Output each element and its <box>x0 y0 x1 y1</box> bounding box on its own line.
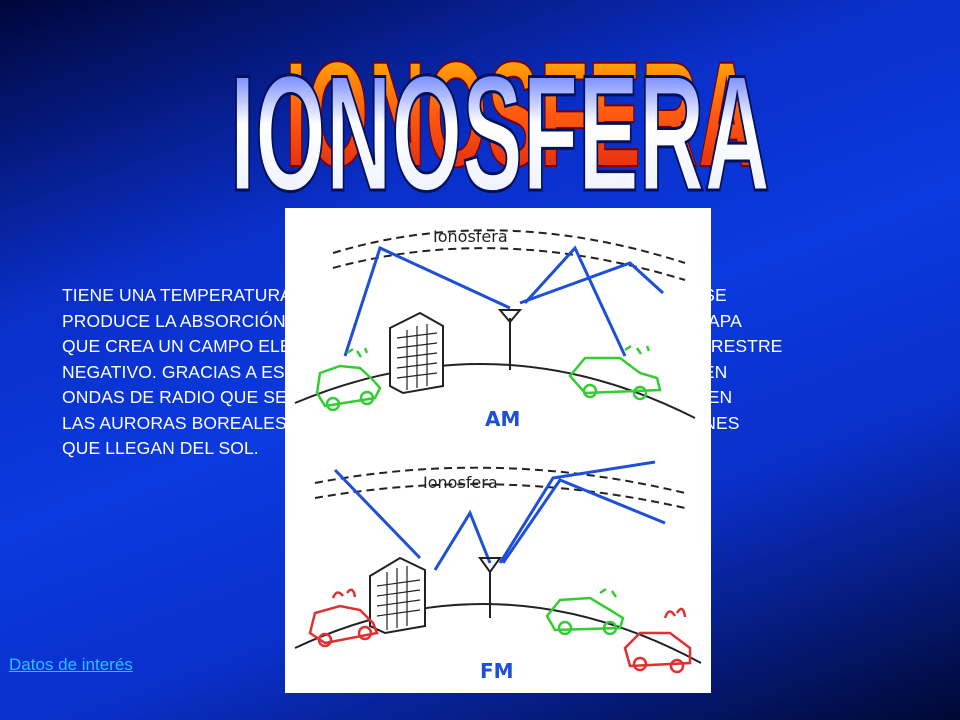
car-icon <box>308 588 379 648</box>
page-title: IONOSFERA IONOSFERA <box>229 29 772 210</box>
ionosphere-diagram: Ionosfera <box>285 208 711 693</box>
title-shadow: IONOSFERA <box>285 30 755 198</box>
diagram-svg: Ionosfera <box>294 227 702 683</box>
antenna-icon <box>478 557 502 618</box>
top-layer-label: Ionosfera <box>433 227 508 246</box>
antenna-icon <box>497 309 523 370</box>
body-line: QUE LLEGAN DEL SOL. <box>62 438 259 458</box>
car-icon <box>623 607 692 674</box>
title-front: IONOSFERA <box>230 41 770 210</box>
car-icon <box>545 587 625 636</box>
car-icon <box>315 347 382 412</box>
car-icon <box>568 344 662 401</box>
top-band-label: AM <box>485 407 520 431</box>
bottom-layer-label: Ionosfera <box>423 473 498 492</box>
building-icon <box>389 311 444 395</box>
datos-de-interes-link[interactable]: Datos de interés <box>9 655 133 674</box>
bottom-band-label: FM <box>480 659 514 683</box>
building-icon <box>369 556 426 635</box>
